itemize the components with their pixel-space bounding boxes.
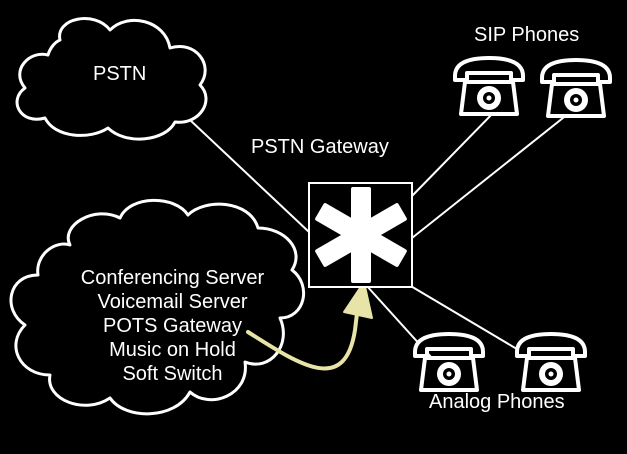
sip-phones-label: SIP Phones xyxy=(474,24,580,46)
link-gateway-sip-phone-1 xyxy=(411,107,499,197)
service-voicemail-server: Voicemail Server xyxy=(97,291,248,313)
connection-lines xyxy=(189,107,574,359)
analog-phone-1-icon xyxy=(413,332,485,392)
service-music-on-hold: Music on Hold xyxy=(109,339,236,361)
service-conferencing-server: Conferencing Server xyxy=(80,267,265,289)
connector-arrow xyxy=(246,303,360,371)
arrow-head xyxy=(343,281,373,319)
services-list: Conferencing Server Voicemail Server POT… xyxy=(40,266,305,386)
analog-phones-label: Analog Phones xyxy=(429,391,565,413)
analog-phone-2-icon xyxy=(515,332,587,392)
sip-phone-1-icon xyxy=(453,56,525,116)
sip-phone-2-icon xyxy=(540,58,612,118)
link-gateway-sip-phone-2 xyxy=(411,109,574,239)
pstn-gateway-label: PSTN Gateway xyxy=(251,136,389,158)
service-pots-gateway: POTS Gateway xyxy=(103,315,242,337)
service-soft-switch: Soft Switch xyxy=(122,363,223,385)
link-gateway-analog-phone-2 xyxy=(403,281,533,359)
link-pstn-gateway xyxy=(189,119,310,233)
pstn-cloud xyxy=(15,17,208,141)
services-cloud xyxy=(9,198,306,416)
asterisk-icon xyxy=(315,187,407,283)
gateway-box xyxy=(308,182,413,288)
pstn-label: PSTN xyxy=(93,63,147,85)
